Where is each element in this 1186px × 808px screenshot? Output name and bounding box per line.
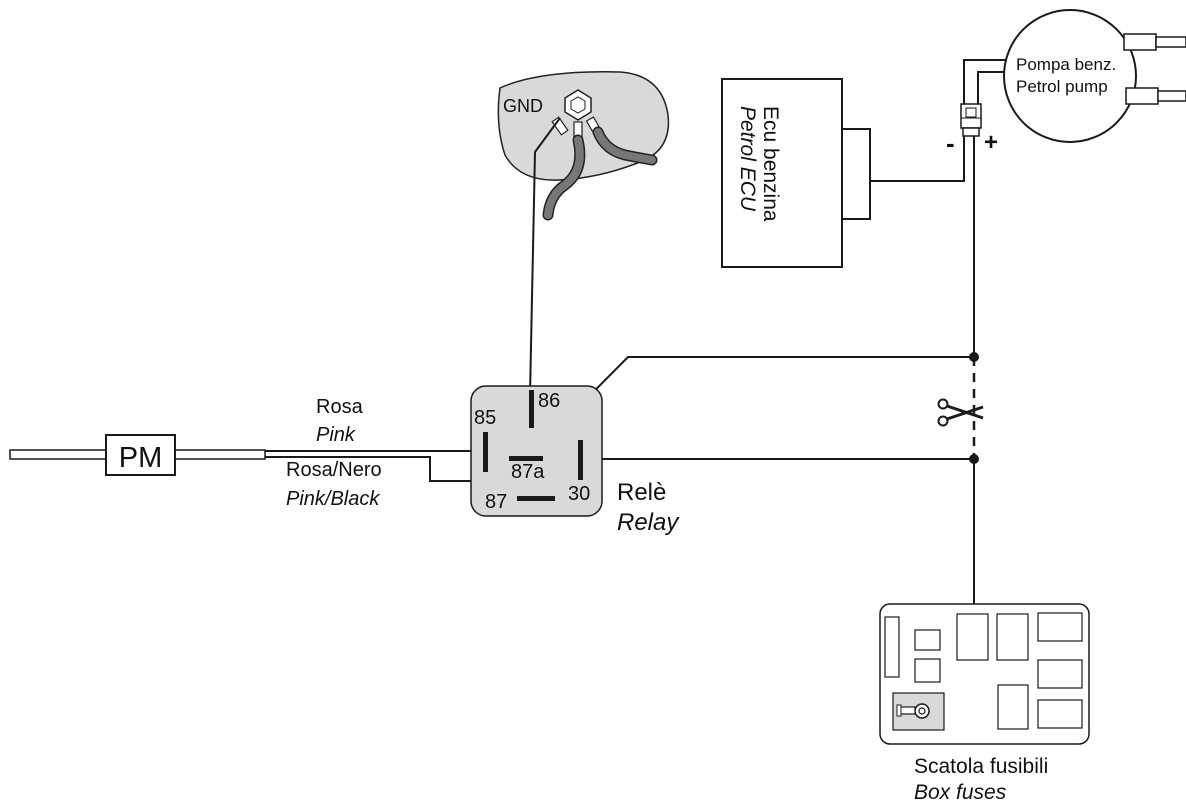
relay-pin-85-terminal (483, 432, 488, 472)
pink-label-it: Rosa (316, 396, 364, 418)
plus-label: + (984, 129, 998, 156)
ground-wire (529, 117, 561, 396)
pm-module: PM (9, 434, 266, 476)
petrol-ecu-box: Ecu benzina Petrol ECU (721, 78, 871, 268)
pm-cable-right (174, 449, 266, 460)
relay-pin-86-label: 86 (538, 390, 560, 412)
pump-pipes (1123, 33, 1186, 105)
pink-label-en: Pink (316, 424, 356, 446)
ecu-label-en: Petrol ECU (736, 106, 759, 212)
relay-label-en: Relay (617, 509, 680, 536)
ecu-to-pump-minus-wire (870, 136, 965, 182)
relay-pin-87-terminal (517, 496, 555, 501)
minus-label: - (946, 128, 955, 158)
fuse-terminal-icon (892, 692, 945, 731)
pink-black-label-it: Rosa/Nero (286, 459, 382, 481)
relay: 86 85 87a 87 30 (470, 385, 603, 517)
petrol-pump: Pompa benz. Petrol pump - + (946, 9, 1186, 158)
ground-panel: GND (497, 71, 670, 221)
pink-black-label-en: Pink/Black (286, 488, 380, 510)
relay-pin-87a-terminal (509, 456, 543, 461)
pm-label: PM (119, 442, 163, 474)
relay-pin-86-terminal (529, 390, 534, 428)
ground-bolt-icon (542, 89, 658, 221)
pm-cable-left (9, 449, 107, 460)
fuse-box-label-it: Scatola fusibili (914, 755, 1048, 778)
relay-pin-87-label: 87 (485, 491, 507, 513)
ecu-label-it: Ecu benzina (759, 106, 782, 222)
wiring (265, 117, 979, 604)
relay-pin-30-terminal (578, 440, 583, 480)
pump-label-en: Petrol pump (1016, 77, 1108, 96)
fuse-box (879, 603, 1090, 745)
relay-label-it: Relè (617, 479, 666, 506)
fuse-box-label-en: Box fuses (914, 781, 1007, 804)
relay-pin-87a-label: 87a (511, 461, 545, 483)
scissors-icon (937, 398, 984, 427)
relay-pin-85-label: 85 (474, 407, 496, 429)
relay-pin-30-label: 30 (568, 483, 590, 505)
gnd-label: GND (503, 96, 543, 116)
pump-connector (960, 103, 982, 137)
pump-label-it: Pompa benz. (1016, 55, 1116, 74)
